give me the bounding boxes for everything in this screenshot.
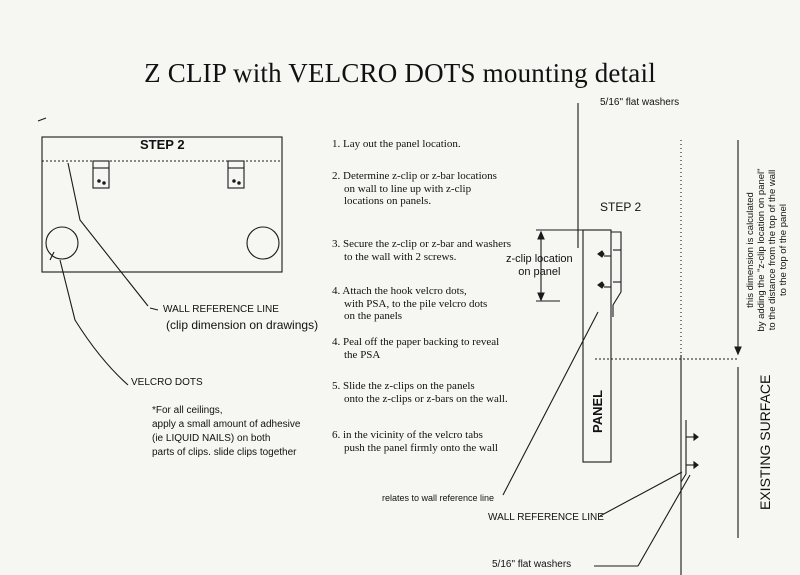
- clip-dimension-note: (clip dimension on drawings): [166, 318, 319, 332]
- panel-section-label: PANEL: [590, 389, 605, 433]
- velcro-dot-left: [45, 226, 79, 260]
- section-step-label: STEP 2: [600, 200, 642, 214]
- step-item-4: 4. Attach the hook velcro dots, with PSA…: [332, 285, 487, 323]
- step-line: 2. Determine z-clip or z-bar locations: [332, 170, 497, 182]
- dimension-note-line: by adding the "z-clip location on panel": [756, 168, 767, 332]
- z-clip-left: [92, 160, 110, 189]
- stray-mark: [37, 117, 47, 122]
- panel-step-label: STEP 2: [140, 137, 185, 152]
- panel-front-outline: [41, 136, 283, 273]
- step-line: 6. in the vicinity of the velcro tabs: [332, 429, 483, 441]
- dimension-note-line: this dimension is calculated: [745, 192, 756, 308]
- ceiling-note-line: *For all ceilings,: [152, 405, 223, 416]
- velcro-leader: [59, 259, 129, 386]
- ceiling-note: *For all ceilings, apply a small amount …: [152, 404, 300, 460]
- step-line: push the panel firmly onto the wall: [344, 441, 498, 454]
- velcro-dot-right: [246, 226, 280, 260]
- existing-surface-label: EXISTING SURFACE: [757, 374, 773, 510]
- page-title: Z CLIP with VELCRO DOTS mounting detail: [144, 58, 656, 88]
- z-clip-section: [611, 231, 622, 317]
- step-line: on wall to line up with z-clip: [344, 182, 472, 195]
- step-line: 4. Peal off the paper backing to reveal: [332, 336, 500, 348]
- relates-label: relates to wall reference line: [382, 493, 495, 503]
- step-line: 1. Lay out the panel location.: [332, 138, 461, 150]
- step-line: 3. Secure the z-clip or z-bar and washer…: [332, 238, 511, 250]
- wall-ref-leader-right: [599, 471, 683, 517]
- zclip-location-line: z-clip location: [506, 253, 573, 265]
- step-item-4b: 4. Peal off the paper backing to reveal …: [332, 336, 499, 361]
- step-line: to the wall with 2 screws.: [344, 250, 457, 263]
- ceiling-note-line: (ie LIQUID NAILS) on both: [152, 433, 271, 444]
- step-line: on the panels: [344, 310, 403, 322]
- dimension-note-line: to the distance from the top of the wall: [767, 169, 778, 331]
- step-line: onto the z-clips or z-bars on the wall.: [344, 392, 508, 405]
- step-line: with PSA, to the pile velcro dots: [344, 297, 488, 310]
- step-item-6: 6. in the vicinity of the velcro tabs pu…: [332, 429, 498, 454]
- step-item-2: 2. Determine z-clip or z-bar locations o…: [332, 170, 497, 208]
- step-item-1: 1. Lay out the panel location.: [332, 138, 461, 151]
- dimension-note-line: to the top of the panel: [778, 204, 789, 296]
- relates-leader: [502, 311, 599, 496]
- step-line: 4. Attach the hook velcro dots,: [332, 285, 467, 297]
- dimension-note: this dimension is calculated by adding t…: [745, 145, 789, 355]
- wall-z-clip: [680, 420, 687, 483]
- z-clip-right: [227, 160, 245, 189]
- washers-top-label: 5/16" flat washers: [600, 97, 680, 108]
- ceiling-note-line: apply a small amount of adhesive: [152, 419, 301, 430]
- step-line: 5. Slide the z-clips on the panels: [332, 380, 475, 392]
- ceiling-note-line: parts of clips. slide clips together: [152, 447, 297, 458]
- step-line: the PSA: [344, 348, 381, 361]
- panel-section-outline: [582, 229, 612, 463]
- step-item-3: 3. Secure the z-clip or z-bar and washer…: [332, 238, 511, 263]
- zclip-location-line: on panel: [518, 266, 561, 278]
- wall-reference-label: WALL REFERENCE LINE: [163, 304, 279, 315]
- zclip-location-label: z-clip location on panel: [506, 253, 573, 279]
- step-line: locations on panels.: [344, 195, 432, 207]
- wall-ref-leader: [67, 162, 149, 307]
- wall-reference-label-right: WALL REFERENCE LINE: [488, 512, 604, 523]
- washers-bottom-label: 5/16" flat washers: [492, 559, 572, 570]
- velcro-dots-label: VELCRO DOTS: [131, 377, 203, 388]
- step-item-5: 5. Slide the z-clips on the panels onto …: [332, 380, 508, 405]
